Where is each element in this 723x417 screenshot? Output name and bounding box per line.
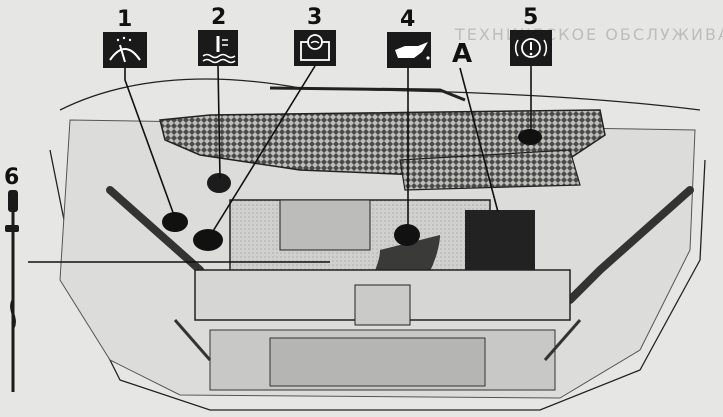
hood-outline (59, 78, 701, 111)
brake-check-point (518, 129, 542, 145)
intake-manifold (279, 199, 371, 251)
watermark-text: ТЕХНИЧЕСКОЕ ОБСЛУЖИВАНИЕ (454, 25, 723, 44)
windscreen-washer-icon (103, 32, 147, 68)
engine-oil-can-icon (387, 32, 431, 68)
brake-fluid-reservoir-icon (294, 30, 336, 66)
leader-line-a (459, 67, 499, 213)
callout-number-2: 2 (211, 5, 226, 30)
leader-line-1 (124, 68, 176, 219)
right-brace (566, 186, 694, 304)
callout-label-a: A (452, 39, 472, 69)
number-plate-area (269, 337, 486, 387)
washer-cap (162, 212, 188, 232)
oil-filler-cap (394, 224, 420, 246)
callout-number-4: 4 (400, 7, 415, 32)
coolant-cap (207, 173, 231, 193)
brake-reservoir-cap (193, 229, 223, 251)
leader-line-2 (217, 65, 221, 179)
coolant-temperature-icon (198, 30, 238, 66)
brake-warning-icon (510, 30, 552, 66)
lower-grille (399, 149, 581, 191)
wiper-arm (269, 86, 466, 102)
leader-line-3 (209, 65, 316, 237)
callout-number-6: 6 (4, 165, 19, 190)
callout-number-5: 5 (523, 5, 538, 30)
bonnet-latch (354, 284, 411, 326)
callout-number-1: 1 (117, 7, 132, 32)
callout-number-3: 3 (307, 5, 322, 30)
oil-dipstick-icon (5, 190, 19, 392)
headlamp-edges (173, 319, 582, 361)
